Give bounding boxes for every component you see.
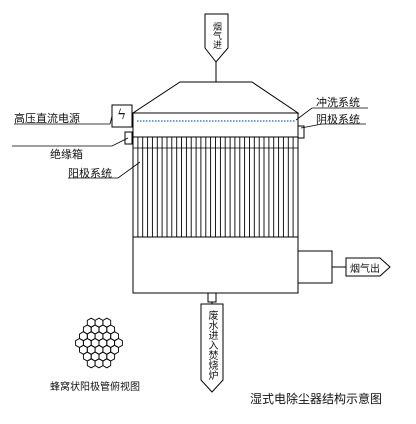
waste-water-label: 废水进入焚烧炉	[206, 310, 217, 380]
honeycomb-cell	[86, 358, 96, 369]
anode-tube-bundle	[132, 136, 299, 238]
flue-gas-in-label: 烟气进	[211, 22, 221, 49]
leader-lines	[12, 107, 368, 179]
flush-system-label: 冲洗系统	[316, 96, 360, 109]
drain-pipe	[200, 292, 224, 393]
hv-power-label: 高压直流电源	[14, 112, 80, 125]
insulation-box-label: 绝缘箱	[50, 148, 83, 161]
honeycomb-top-view	[75, 317, 123, 369]
top-hood	[131, 81, 300, 114]
insulation-connector	[124, 131, 133, 145]
cathode-system-label: 阴极系统	[316, 113, 360, 126]
honeycomb-cell	[94, 358, 104, 369]
diagram-title: 湿式电除尘器结构示意图	[250, 392, 383, 406]
inlet-pipe	[204, 13, 229, 82]
upper-chamber	[132, 112, 299, 138]
honeycomb-cell	[102, 358, 112, 369]
anode-system-label: 阳极系统	[68, 167, 112, 180]
outlet-pipe	[297, 250, 391, 284]
power-glyph-icon: ϟ	[117, 107, 127, 123]
cathode-connector	[297, 125, 305, 139]
flue-gas-out-label: 烟气出	[350, 264, 380, 275]
honeycomb-view-label: 蜂窝状阳极管俯视图	[50, 382, 140, 393]
lower-chamber	[132, 236, 299, 294]
